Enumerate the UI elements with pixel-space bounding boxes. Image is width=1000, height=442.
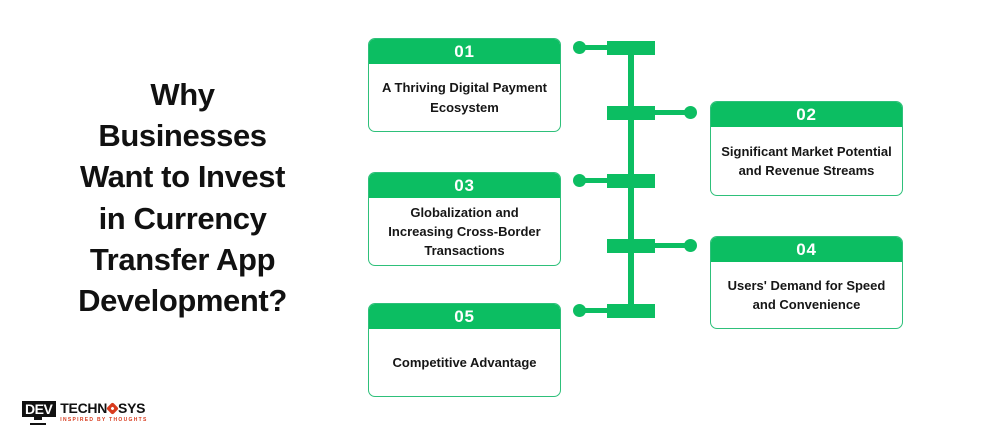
title-line-2: Businesses xyxy=(98,118,267,154)
connector-rung-01 xyxy=(607,41,655,55)
logo-word-left: TECHN xyxy=(60,400,108,416)
card-02-text: Significant Market Potential and Revenue… xyxy=(721,143,892,178)
card-02-number: 02 xyxy=(711,102,902,127)
connector-dot-05 xyxy=(573,304,586,317)
connector-rung-04 xyxy=(607,239,655,253)
logo-dev-mark: DEV xyxy=(22,401,57,425)
monitor-stand-icon xyxy=(30,417,46,425)
title-line-3: Want to Invest xyxy=(79,159,286,195)
connector-rung-05 xyxy=(607,304,655,318)
card-05-number: 05 xyxy=(369,304,560,329)
card-04[interactable]: 04 Users' Demand for Speed and Convenien… xyxy=(710,236,903,329)
card-01-number: 01 xyxy=(369,39,560,64)
logo-word-right: SYS xyxy=(118,400,146,416)
logo-wordmark-row: TECHN SYS xyxy=(60,401,147,415)
card-01[interactable]: 01 A Thriving Digital Payment Ecosystem xyxy=(368,38,561,132)
connector-stub-03 xyxy=(581,178,609,183)
card-03[interactable]: 03 Globalization and Increasing Cross-Bo… xyxy=(368,172,561,266)
card-03-number: 03 xyxy=(369,173,560,198)
connector-rung-02 xyxy=(607,106,655,120)
connector-stub-05 xyxy=(581,308,609,313)
title-line-1: Why xyxy=(150,77,215,112)
logo-tagline: INSPIRED BY THOUGHTS xyxy=(60,417,148,423)
gear-icon xyxy=(106,401,119,415)
page-title: Why Businesses Want to Invest in Currenc… xyxy=(40,74,325,321)
connector-dot-04 xyxy=(684,239,697,252)
connector-dot-02 xyxy=(684,106,697,119)
connector-dot-03 xyxy=(573,174,586,187)
brand-logo[interactable]: DEV TECHN SYS INSPIRED BY THOUGHTS xyxy=(22,401,148,427)
card-01-text: A Thriving Digital Payment Ecosystem xyxy=(382,80,547,115)
connector-rung-03 xyxy=(607,174,655,188)
connector-stub-01 xyxy=(581,45,609,50)
card-03-text: Globalization and Increasing Cross-Borde… xyxy=(388,204,541,259)
connector-dot-01 xyxy=(573,41,586,54)
title-line-6: Development? xyxy=(78,283,287,319)
logo-dev-text: DEV xyxy=(25,401,53,417)
card-02[interactable]: 02 Significant Market Potential and Reve… xyxy=(710,101,903,196)
connector-stub-04 xyxy=(653,243,689,248)
title-line-5: Transfer App xyxy=(89,241,276,277)
card-04-text: Users' Demand for Speed and Convenience xyxy=(727,277,886,312)
card-04-number: 04 xyxy=(711,237,902,262)
title-line-4: in Currency xyxy=(98,200,267,236)
connector-stub-02 xyxy=(653,110,689,115)
card-05[interactable]: 05 Competitive Advantage xyxy=(368,303,561,397)
card-05-text: Competitive Advantage xyxy=(392,354,537,370)
logo-wordmark: TECHN SYS INSPIRED BY THOUGHTS xyxy=(60,401,147,424)
